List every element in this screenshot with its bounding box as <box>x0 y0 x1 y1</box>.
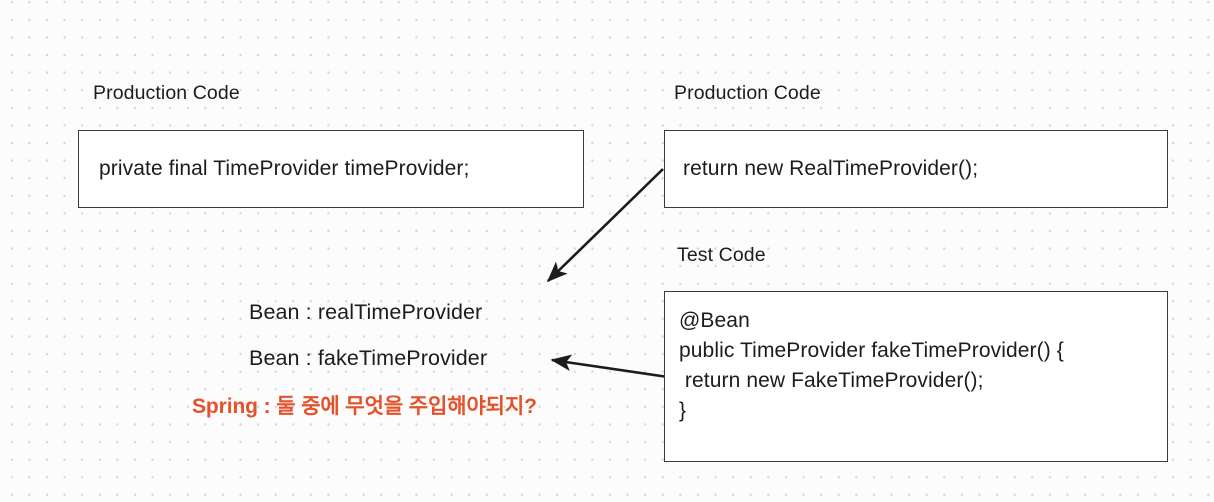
code-line: return new RealTimeProvider(); <box>683 157 979 180</box>
code-line: @Bean <box>679 309 750 332</box>
code-box-production-right: return new RealTimeProvider(); <box>664 130 1168 208</box>
bean-real-time-provider: Bean : realTimeProvider <box>249 300 483 324</box>
label-production-code-left: Production Code <box>93 82 240 104</box>
label-production-code-right: Production Code <box>674 82 821 104</box>
bean-fake-time-provider: Bean : fakeTimeProvider <box>249 346 488 370</box>
code-box-test: @Bean public TimeProvider fakeTimeProvid… <box>664 291 1168 462</box>
code-box-production-left: private final TimeProvider timeProvider; <box>78 130 584 208</box>
code-line: private final TimeProvider timeProvider; <box>99 157 470 180</box>
code-line: } <box>679 399 687 422</box>
label-test-code: Test Code <box>677 244 766 266</box>
fake-time-provider-arrow <box>550 354 669 379</box>
code-line: return new FakeTimeProvider(); <box>679 369 984 392</box>
spring-ambiguity-question: Spring : 둘 중에 무엇을 주입해야되지? <box>192 395 537 418</box>
code-line: public TimeProvider fakeTimeProvider() { <box>679 339 1064 362</box>
